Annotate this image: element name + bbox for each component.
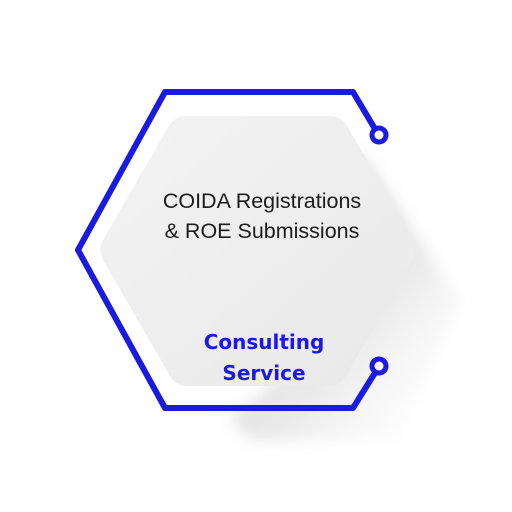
- badge-subtitle-line-1: Consulting: [203, 330, 325, 354]
- badge-subtitle-line-2: Service: [222, 361, 306, 385]
- badge-title-line-1: COIDA Registrations: [162, 189, 362, 213]
- badge-title: COIDA Registrations & ROE Submissions: [112, 186, 412, 246]
- inner-hexagon: [100, 116, 416, 386]
- top-right-node-icon: [369, 125, 389, 145]
- badge-title-line-2: & ROE Submissions: [164, 219, 360, 243]
- outline-line: [75, 89, 381, 411]
- bottom-right-node-icon: [369, 356, 389, 376]
- badge-subtitle: Consulting Service: [150, 327, 378, 389]
